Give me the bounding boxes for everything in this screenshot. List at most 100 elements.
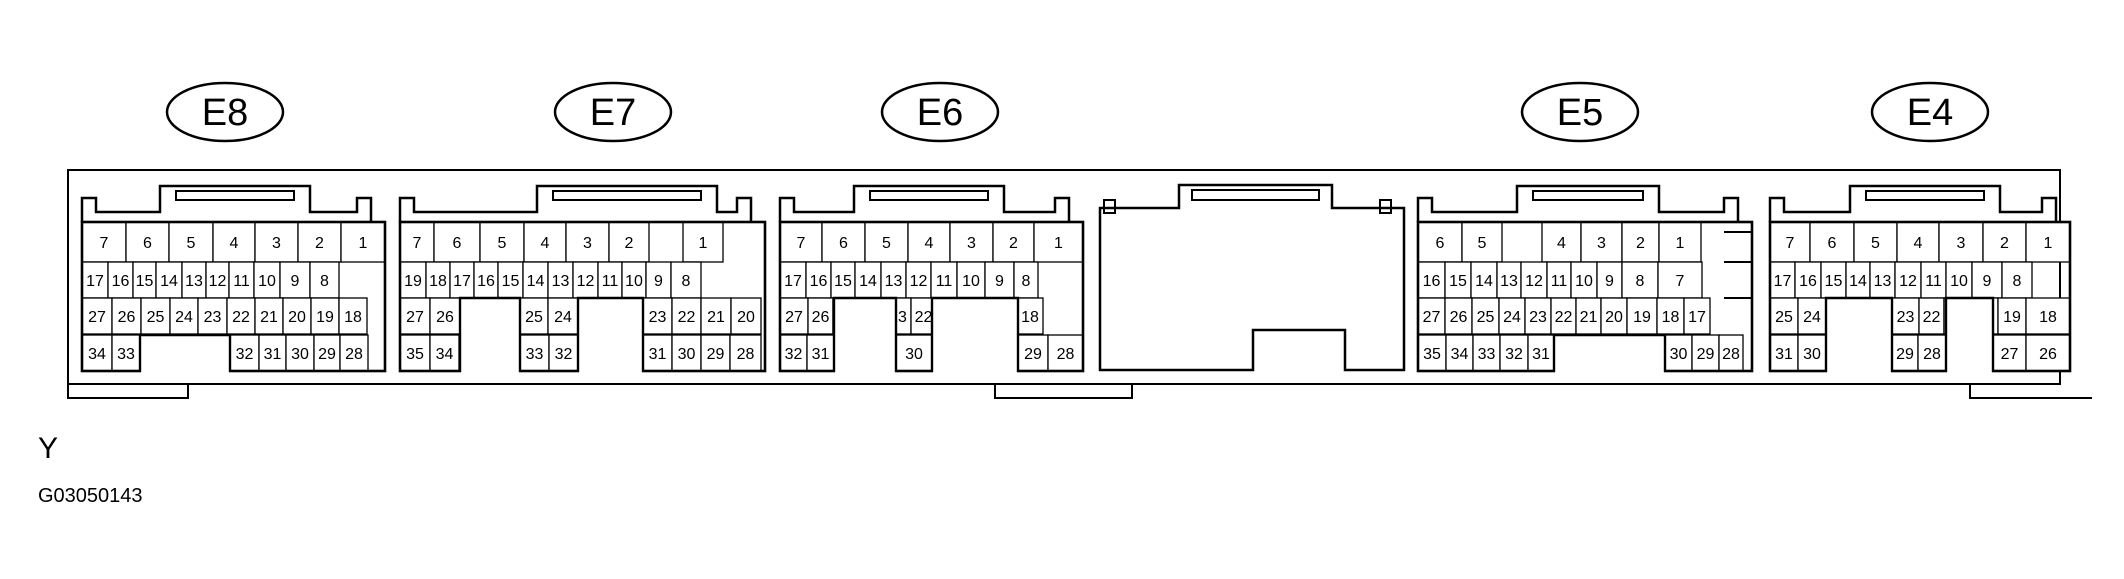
pin-number: 22 bbox=[1923, 309, 1941, 326]
pin-cell: 3 bbox=[565, 221, 610, 263]
pin-number: 15 bbox=[1449, 273, 1467, 290]
blank-module-body bbox=[1098, 183, 1406, 372]
pin-cell: 18 bbox=[1656, 297, 1685, 335]
pin-cell: 1 bbox=[682, 221, 724, 263]
pin-cell: 22 bbox=[226, 297, 256, 335]
pin-number: 9 bbox=[291, 273, 300, 290]
pin-number: 2 bbox=[315, 235, 324, 252]
pin-number: 7 bbox=[797, 235, 806, 252]
pin-box bbox=[1683, 297, 1711, 335]
pin-number: 33 bbox=[117, 346, 135, 363]
pin-cell: 30 bbox=[285, 334, 315, 372]
pin-cell: 23 bbox=[197, 297, 228, 335]
figure-code: G03050143 bbox=[38, 485, 143, 507]
pin-box bbox=[228, 261, 255, 299]
pin-cell: 8 bbox=[309, 261, 340, 299]
pin-cell: 19 bbox=[1626, 297, 1658, 335]
pin-cell: 22 bbox=[671, 297, 702, 335]
pin-number: 25 bbox=[1477, 309, 1495, 326]
pin-number: 33 bbox=[526, 346, 544, 363]
pin-number: 27 bbox=[406, 309, 424, 326]
pin-number: 20 bbox=[737, 309, 755, 326]
pin-cell: 17 bbox=[81, 261, 109, 299]
pin-box bbox=[700, 334, 731, 372]
pin-cell: 14 bbox=[854, 261, 882, 299]
pin-number: 4 bbox=[925, 235, 934, 252]
pin-cell: 17 bbox=[449, 261, 475, 299]
pin-number: 12 bbox=[910, 273, 928, 290]
pin-number: 1 bbox=[2044, 235, 2053, 252]
pin-box bbox=[140, 297, 171, 335]
pin-cell: 32 bbox=[779, 334, 808, 372]
pin-box bbox=[1626, 297, 1658, 335]
pin-number: 17 bbox=[1774, 273, 1792, 290]
pin-number: 16 bbox=[1423, 273, 1441, 290]
pin-number: 7 bbox=[100, 235, 109, 252]
pin-number: 11 bbox=[602, 273, 619, 290]
pin-number: 17 bbox=[784, 273, 802, 290]
pin-cell: 16 bbox=[1794, 261, 1822, 299]
pin-number: 9 bbox=[995, 273, 1004, 290]
pin-number: 30 bbox=[1803, 346, 1821, 363]
pin-box bbox=[608, 221, 650, 263]
pin-box bbox=[497, 261, 524, 299]
pin-number: 27 bbox=[2001, 346, 2019, 363]
blank-module bbox=[1098, 183, 1406, 372]
pin-cell: 27 bbox=[81, 297, 113, 335]
pin-number: 17 bbox=[86, 273, 104, 290]
pin-cell: 3 bbox=[254, 221, 299, 263]
pin-gap bbox=[141, 336, 229, 373]
pin-box bbox=[1769, 221, 1811, 263]
housing-latch-right bbox=[1969, 384, 2092, 399]
pin-cell: 13 bbox=[1496, 261, 1522, 299]
pin-cell: 14 bbox=[1845, 261, 1871, 299]
pin-cell: 23 bbox=[1524, 297, 1552, 335]
pin-box bbox=[700, 297, 732, 335]
pin-number: 18 bbox=[344, 309, 362, 326]
housing-latch-center bbox=[994, 384, 1133, 399]
pin-cell: 2 bbox=[992, 221, 1035, 263]
pin-box bbox=[682, 221, 724, 263]
pin-cell: 31 bbox=[1769, 334, 1799, 372]
pin-number: 4 bbox=[1557, 235, 1566, 252]
pin-cell: 13 bbox=[1869, 261, 1896, 299]
pin-cell: 18 bbox=[2025, 297, 2071, 335]
pin-number: 22 bbox=[232, 309, 250, 326]
pin-cell: 1 bbox=[2025, 221, 2071, 263]
pin-cell: 11 bbox=[228, 261, 255, 299]
pin-number: 13 bbox=[885, 273, 903, 290]
blank-module-tab-left bbox=[1103, 199, 1116, 214]
connector-label: E5 bbox=[1520, 81, 1640, 143]
pin-cell: 1 bbox=[1658, 221, 1702, 263]
pin-box bbox=[181, 261, 207, 299]
pin-box bbox=[807, 297, 834, 335]
pin-number: 6 bbox=[1828, 235, 1837, 252]
pin-cell: 31 bbox=[258, 334, 287, 372]
pin-number: 3 bbox=[967, 235, 976, 252]
pin-box bbox=[1891, 297, 1920, 335]
pin-cell: 22 bbox=[1918, 297, 1945, 335]
pin-number: 14 bbox=[859, 273, 877, 290]
pin-cell: 16 bbox=[805, 261, 832, 299]
pin-cell: 24 bbox=[1797, 297, 1827, 335]
connector-id: E6 bbox=[917, 92, 963, 134]
pin-number: 17 bbox=[453, 273, 471, 290]
connector-label: E7 bbox=[553, 81, 673, 143]
pin-cell: 10 bbox=[1570, 261, 1598, 299]
pin-box bbox=[1550, 297, 1577, 335]
pin-gap bbox=[461, 299, 519, 373]
pin-box bbox=[821, 221, 866, 263]
pin-number: 11 bbox=[233, 273, 250, 290]
pin-cell: 8 bbox=[1621, 261, 1659, 299]
pin-number: 30 bbox=[1670, 346, 1688, 363]
pin-cell: 26 bbox=[111, 297, 142, 335]
pin-number: 10 bbox=[258, 273, 276, 290]
housing-latch-left bbox=[67, 384, 189, 399]
pin-number: 29 bbox=[1024, 346, 1042, 363]
connector-e4: 7654321171615141312111098252423222120191… bbox=[1768, 81, 2072, 373]
pin-number: 18 bbox=[1662, 309, 1680, 326]
pin-number: 26 bbox=[1450, 309, 1468, 326]
